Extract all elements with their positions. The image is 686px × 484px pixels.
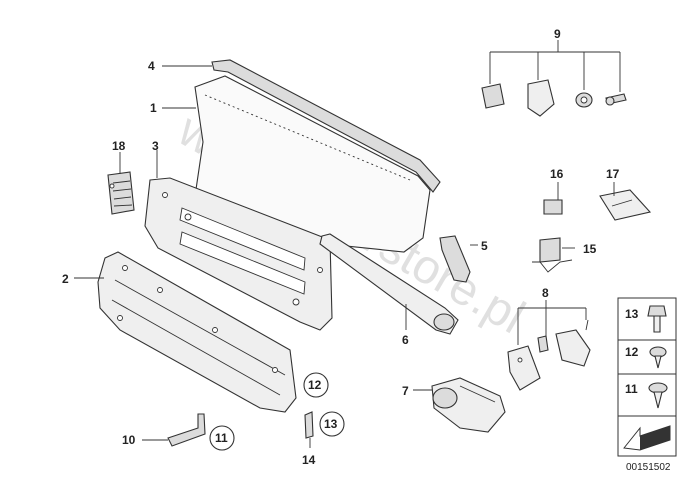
- callout-1: 1: [150, 101, 157, 115]
- callout-15: 15: [583, 242, 597, 256]
- part-2-lower-panel: [97, 251, 297, 413]
- diagram-id: 00151502: [626, 462, 671, 473]
- bolt-icon: [647, 305, 667, 333]
- part-4-seal-strip: [211, 59, 441, 193]
- svg-text:12: 12: [308, 378, 322, 392]
- leader-lines: [74, 40, 621, 448]
- callout-14: 14: [302, 453, 316, 467]
- callout-2: 2: [62, 272, 69, 286]
- callout-17: 17: [606, 167, 620, 181]
- part-9-fasteners: [481, 79, 627, 117]
- circled-ref-13: 13: [319, 411, 345, 437]
- callout-7: 7: [402, 384, 409, 398]
- direction-arrow-icon: [623, 425, 671, 451]
- callout-5: 5: [481, 239, 488, 253]
- legend-13: 13: [625, 307, 639, 321]
- circled-ref-11: 11: [209, 425, 235, 451]
- part-5-bracket: [439, 235, 471, 283]
- circled-ref-12: 12: [303, 372, 329, 398]
- callout-3: 3: [152, 139, 159, 153]
- part-7-window-motor: [431, 377, 506, 433]
- callout-18: 18: [112, 139, 126, 153]
- callout-10: 10: [122, 433, 136, 447]
- screw-icon: [649, 346, 667, 369]
- part-8-mechanism-parts: [507, 319, 591, 391]
- part-14-clip: [304, 411, 314, 439]
- legend-12: 12: [625, 345, 639, 359]
- legend-11: 11: [625, 382, 638, 396]
- callout-9: 9: [554, 27, 561, 41]
- part-1-window-glass: [189, 75, 431, 253]
- part-17-foil: [599, 189, 652, 221]
- callout-4: 4: [148, 59, 155, 73]
- callout-6: 6: [402, 333, 409, 347]
- washer-screw-icon: [648, 382, 668, 409]
- part-10-angle-bracket: [167, 413, 206, 447]
- callout-8: 8: [542, 286, 549, 300]
- svg-text:13: 13: [324, 417, 338, 431]
- fastener-legend: 13 12 11: [617, 297, 677, 457]
- part-3-inner-panel: [144, 177, 333, 331]
- svg-text:11: 11: [215, 431, 228, 445]
- part-15-sensor: [532, 237, 573, 273]
- part-6-guide-rail: [319, 233, 459, 335]
- part-18-bracket: [107, 171, 135, 215]
- part-16-pad: [543, 199, 563, 215]
- callout-16: 16: [550, 167, 564, 181]
